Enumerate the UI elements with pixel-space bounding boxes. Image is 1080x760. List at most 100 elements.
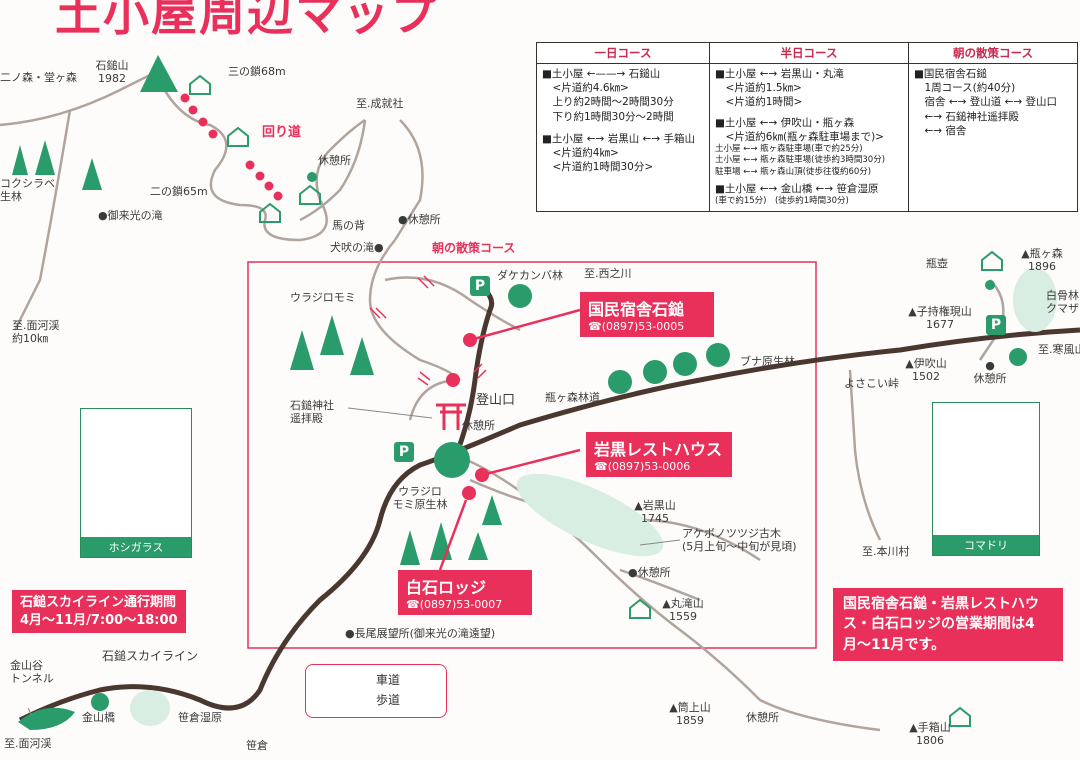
morning-body: ■国民宿舎石鎚 1周コース(約40分) 宿舎 ←→ 登山道 ←→ 登山口 ←→ … [909, 64, 1077, 141]
label-kanayamabashi: 金山橋 [82, 711, 115, 724]
shiraishi-pin[interactable] [462, 486, 476, 500]
label-nishinokawa: 至.西之川 [584, 267, 632, 280]
torii-icon [436, 403, 466, 430]
morning-course: 朝の散策コース ■国民宿舎石鎚 1周コース(約40分) 宿舎 ←→ 登山道 ←→… [909, 43, 1077, 211]
label-umanose: 馬の背 [332, 219, 365, 232]
parking-icon: P [394, 442, 414, 462]
shiraishi-callout[interactable]: 白石ロッジ ☎(0897)53-0007 [398, 570, 532, 615]
label-kanayamadani: 金山谷トンネル [10, 659, 54, 685]
course-line: ■国民宿舎石鎚 [914, 68, 987, 80]
rest-dot [307, 172, 317, 182]
kametsubo-dot [985, 280, 995, 290]
course-line: <片道約1時間> [715, 96, 803, 109]
label-ninokusari: 二の鎖65m [150, 185, 208, 198]
label-omogo2: 至.面河渓 [4, 737, 52, 750]
course-line: ■土小屋 ←→ 岩黒山 ←→ 手箱山 [542, 132, 695, 145]
course-small-line: (車で約15分) (徒歩約1時間30分) [715, 196, 849, 207]
kokumin-pin[interactable] [463, 333, 477, 347]
label-urajiro2: ウラジロモミ原生林 [392, 485, 448, 511]
business-period-notice: 国民宿舎石鎚・岩黒レストハウス・白石ロッジの営業期間は4月〜11月です。 [833, 588, 1063, 661]
bird-caption: ホシガラス [81, 537, 191, 557]
label-shirahone: 白骨林クマザ [1046, 289, 1079, 315]
bird-caption: コマドリ [933, 535, 1039, 555]
legend-trail-label: 歩道 [376, 693, 401, 707]
course-line: ■土小屋 ←→ 伊吹山・瓶ヶ森 [715, 116, 855, 129]
course-line: <片道約1時間30分> [542, 161, 654, 174]
course-small-line: 土小屋 ←→ 瓶ヶ森駐車場(徒歩約3時間30分) [715, 155, 886, 166]
course-line: <片道約4㎞> [542, 146, 619, 159]
akebono-area [516, 473, 664, 557]
spacer [542, 124, 704, 132]
chain-dots [180, 93, 283, 201]
course-line: 宿舎 ←→ 登山道 ←→ 登山口 [914, 96, 1058, 109]
kokumin-callout[interactable]: 国民宿舎石鎚 ☎(0897)53-0005 [580, 292, 714, 337]
course-table: 一日コース ■土小屋 ←——→ 石鎚山 <片道約4.6㎞> 上り約2時間〜2時間… [536, 42, 1078, 212]
iwaguro-pin[interactable] [475, 468, 489, 482]
course-line: ←→ 石鎚神社遥拝殿 [914, 110, 1019, 123]
label-yosakoi: よさこい峠 [844, 377, 899, 390]
half-day-course: 半日コース ■土小屋 ←→ 岩黒山・丸滝 <片道約1.5㎞> <片道約1時間> … [710, 43, 909, 211]
morning-head: 朝の散策コース [909, 43, 1077, 64]
hut-icons [189, 74, 1003, 727]
label-inubue: 犬吠の滝● [330, 241, 384, 254]
half-day-body: ■土小屋 ←→ 岩黒山・丸滝 <片道約1.5㎞> <片道約1時間> ■土小屋 ←… [710, 64, 908, 211]
course-line: ■土小屋 ←→ 岩黒山・丸滝 [715, 68, 844, 80]
callout-name: 白石ロッジ [406, 578, 487, 597]
roads [18, 288, 1080, 723]
komadori-box: コマドリ [932, 402, 1040, 556]
leader-lines [438, 308, 581, 571]
label-omogo: 至.面河渓約10㎞ [12, 319, 60, 345]
skyline-line: 4月〜11月/7:00〜18:00 [20, 612, 178, 628]
map-legend: 車道 歩道 [305, 664, 447, 718]
label-kyukeijo4: ●休憩所 [628, 566, 671, 579]
label-urajiro1: ウラジロモミ [290, 291, 356, 304]
skyline-period: 石鎚スカイライン通行期間 4月〜11月/7:00〜18:00 [12, 590, 186, 634]
callout-tel: ☎(0897)53-0007 [406, 598, 503, 611]
half-day-head: 半日コース [710, 43, 908, 64]
label-kyukeijo1: 休憩所 [318, 154, 351, 167]
label-kyukeijo3: 休憩所 [462, 419, 495, 432]
label-mawarimichi: 回り道 [262, 125, 302, 140]
label-kanpuzan: 至.寒風山 [1038, 343, 1080, 356]
tozanguchi-pin[interactable] [446, 373, 460, 387]
shirahone-forest [1013, 268, 1057, 332]
course-line: <片道約1.5㎞> [715, 82, 802, 95]
pointer-lines [27, 407, 681, 717]
label-kyukeijo5: 休憩所 [746, 711, 779, 724]
course-line: ■土小屋 ←——→ 石鎚山 [542, 68, 661, 80]
kanayamabashi-icon [91, 693, 109, 711]
hoshigarasu-box: ホシガラス [80, 408, 192, 558]
legend-road-label: 車道 [376, 673, 401, 687]
label-sasakura: 笹倉 [246, 739, 268, 752]
label-jobutsu: 至.成就社 [356, 97, 404, 110]
morning-course-arrows [369, 275, 487, 386]
course-line: 上り約2時間〜2時間30分 [542, 96, 674, 109]
course-line: 下り約1時間30分〜2時間 [542, 110, 674, 123]
label-dakekanba: ダケカンバ林 [497, 269, 563, 282]
label-jinja: 石鎚神社遥拝殿 [290, 399, 334, 425]
label-kamegamori-rindo: 瓶ヶ森林道 [545, 391, 600, 404]
tsuchigoya-hub-icon [434, 442, 470, 478]
course-line: <片道約6㎞(瓶ヶ森駐車場まで)> [715, 130, 884, 143]
course-small-line: 土小屋 ←→ 瓶ヶ森駐車場(車で約25分) [715, 143, 863, 154]
tree-icons [12, 140, 502, 565]
iwaguro-callout[interactable]: 岩黒レストハウス ☎(0897)53-0006 [586, 432, 732, 477]
east-dot [1009, 348, 1027, 366]
label-sasakura-shitsugen: 笹倉湿原 [178, 711, 222, 724]
round-tree-icons [508, 284, 730, 394]
callout-tel: ☎(0897)53-0006 [594, 460, 691, 473]
course-line: 1周コース(約40分) [914, 82, 1016, 95]
label-skyline-road: 石鎚スカイライン [102, 649, 199, 663]
label-kokushirabe: コクシラベ生林 [0, 177, 55, 203]
callout-name: 国民宿舎石鎚 [588, 300, 685, 319]
parking-icon: P [470, 276, 490, 296]
label-asa: 朝の散策コース [432, 241, 516, 255]
